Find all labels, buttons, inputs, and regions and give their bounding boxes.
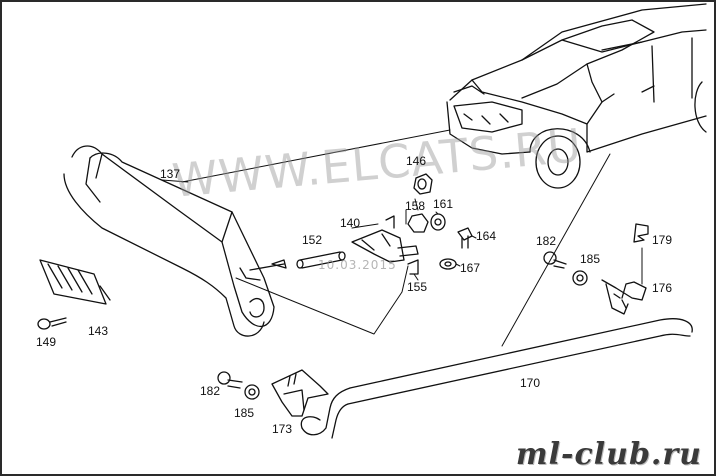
- label-173: 173: [272, 422, 293, 436]
- label-155: 155: [407, 280, 428, 294]
- label-149: 149: [36, 335, 57, 349]
- label-152: 152: [302, 233, 323, 247]
- label-143: 143: [88, 324, 109, 338]
- label-137: 137: [160, 167, 181, 181]
- part-149-drawing: [37, 317, 67, 330]
- label-182-left: 182: [200, 384, 221, 398]
- label-179: 179: [652, 233, 673, 247]
- label-185-left: 185: [234, 406, 255, 420]
- label-140: 140: [340, 216, 361, 230]
- watermark-date: 10.03.2015: [318, 258, 397, 272]
- label-185-right: 185: [580, 252, 601, 266]
- part-152-drawing: [249, 251, 346, 271]
- label-167: 167: [460, 261, 481, 275]
- side-step-bar: [300, 318, 693, 439]
- rear-right-parts: [543, 223, 649, 315]
- label-182-right: 182: [536, 234, 557, 248]
- label-158: 158: [405, 199, 426, 213]
- front-guard-bar: [63, 145, 275, 337]
- rear-left-parts: [217, 369, 329, 417]
- label-161: 161: [433, 197, 454, 211]
- vehicle-drawing: [446, 3, 707, 189]
- label-146: 146: [406, 154, 427, 168]
- fasteners-cluster: [407, 173, 473, 270]
- label-176: 176: [652, 281, 673, 295]
- leader-lines: [161, 129, 643, 347]
- part-143-drawing: [39, 259, 111, 305]
- label-170: 170: [520, 376, 541, 390]
- label-164: 164: [476, 229, 497, 243]
- watermark-ml-club: ml-club.ru: [515, 437, 702, 472]
